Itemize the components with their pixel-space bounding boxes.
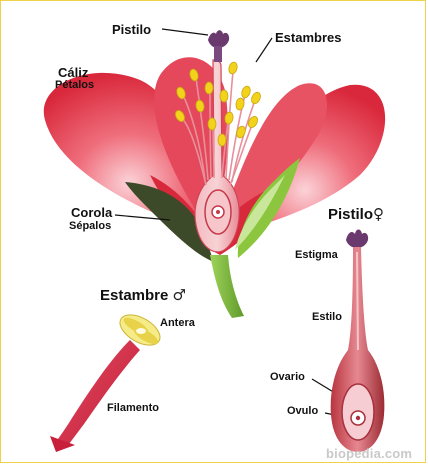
label-estambre-detail-text: Estambre: [100, 287, 168, 304]
label-corola: Corola: [71, 206, 112, 219]
label-antera: Antera: [160, 318, 195, 329]
pistil-detail: [331, 230, 385, 453]
female-symbol-icon: ♀: [373, 205, 384, 223]
label-ovulo: Ovulo: [287, 406, 318, 417]
label-estambre-detail: Estambre ♂: [100, 288, 186, 303]
label-estigma: Estigma: [295, 250, 338, 261]
label-ovario: Ovario: [270, 372, 305, 383]
stamen-detail: [50, 309, 165, 452]
male-symbol-icon: ♂: [173, 286, 186, 304]
label-pistilo-detail-text: Pistilo: [328, 206, 373, 223]
label-caliz: Cáliz: [58, 66, 88, 79]
label-pistilo: Pistilo: [112, 23, 151, 36]
watermark: biopedia.com: [326, 446, 412, 461]
label-estilo: Estilo: [312, 312, 342, 323]
label-pistilo-detail: Pistilo♀: [328, 207, 384, 222]
stem: [210, 255, 244, 318]
label-estambres: Estambres: [275, 31, 341, 44]
flower-stigma: [208, 30, 229, 62]
anther-detail: [115, 309, 165, 352]
label-petalos: Pétalos: [55, 80, 94, 91]
label-sepalos: Sépalos: [69, 221, 111, 232]
label-filamento: Filamento: [107, 403, 159, 414]
